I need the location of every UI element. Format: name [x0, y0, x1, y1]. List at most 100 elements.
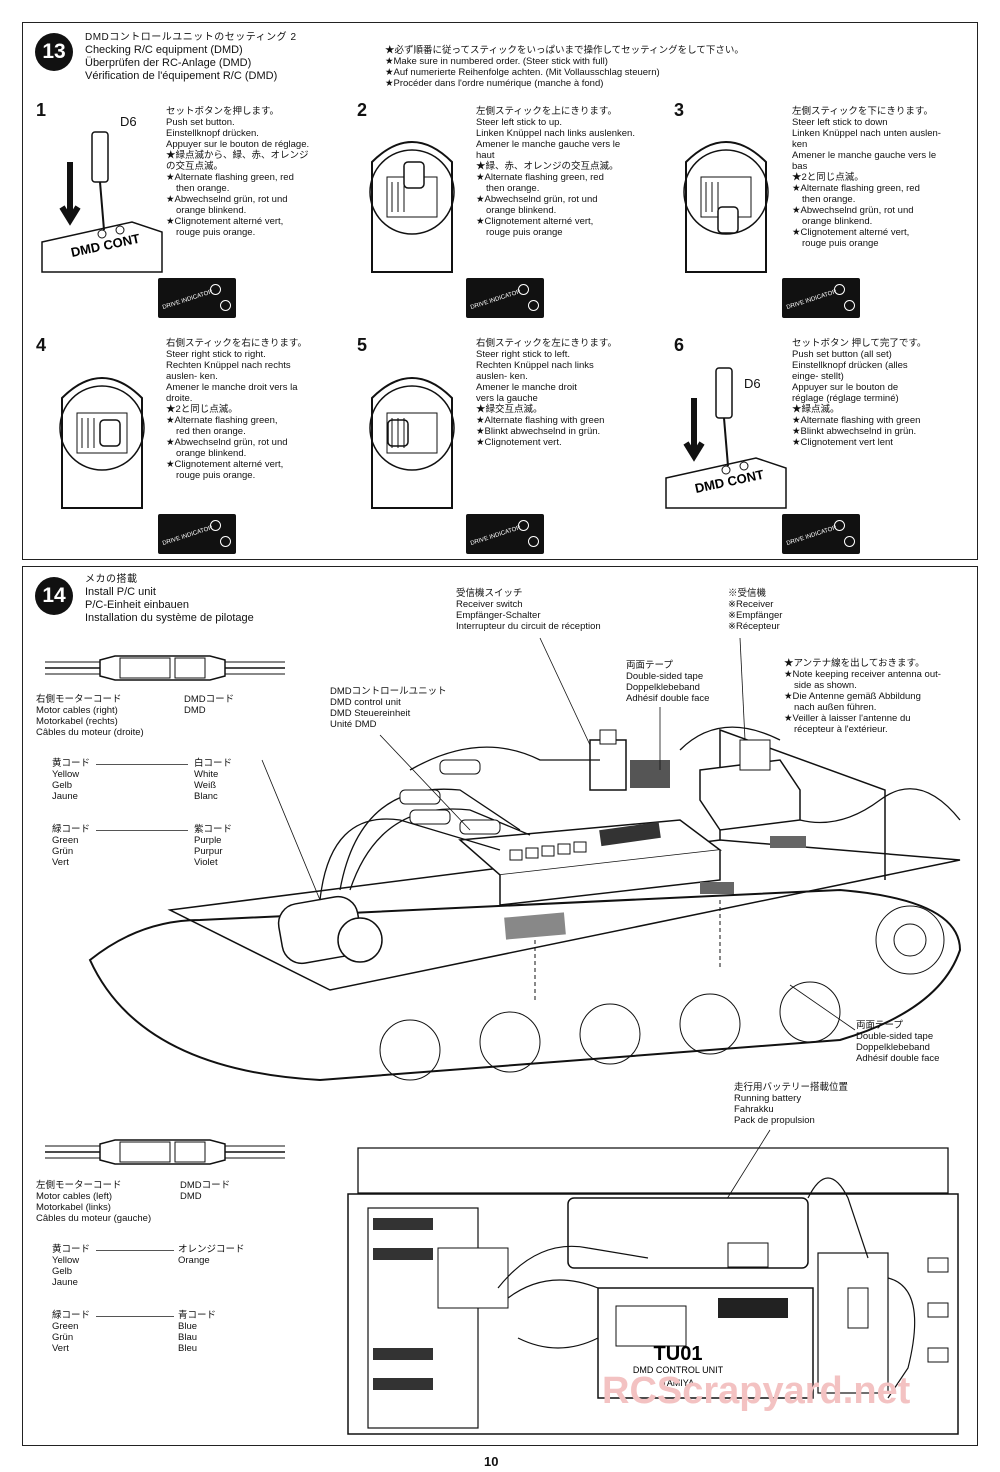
wire-color: White — [194, 769, 219, 780]
substep-1-line: Push set button. — [166, 117, 235, 128]
antenna-note: ★アンテナ線を出しておきます。 ★Note keeping receiver a… — [784, 658, 941, 735]
substep-6-line: ★Alternate flashing with green — [792, 415, 921, 426]
battery-callout: 走行用バッテリー搭載位置 Running battery Fahrakku Pa… — [734, 1082, 848, 1126]
substep-6-line: einge- stellt) — [792, 371, 844, 382]
substep-5-line: ★Clignotement vert. — [476, 437, 562, 448]
wire-color: Blanc — [194, 791, 218, 802]
substep-4-line: auslen- ken. — [166, 371, 218, 382]
substep-5-illustration — [369, 377, 455, 509]
substep-6-illustration: DMD CONT — [665, 367, 787, 509]
wire-ja: 青コード — [178, 1310, 217, 1321]
left-motor-cable-en: Motor cables (left) — [36, 1191, 113, 1202]
substep-5-number: 5 — [357, 335, 368, 355]
right-motor-dmd-en: DMD — [184, 705, 206, 716]
substep-6-line: Einstellknopf drücken (alles — [792, 360, 908, 371]
antenna-fr-2: récepteur à l'extérieur. — [794, 724, 888, 735]
right-motor-connector-drawing — [45, 655, 285, 681]
hex-driver-label: D6 — [120, 114, 137, 129]
receiver-de: ※Empfänger — [728, 610, 783, 621]
substep-6-line: ★Clignotement vert lent — [792, 437, 893, 448]
wire-color: Vert — [52, 1343, 69, 1354]
substep-2-line: ★緑、赤、オレンジの交互点滅。 — [476, 161, 619, 172]
left-motor-labels: 左側モーターコード Motor cables (left) Motorkabel… — [36, 1180, 276, 1224]
wire-color: Grün — [52, 1332, 74, 1343]
substep-4-line: ★Clignotement alterné vert, — [166, 459, 284, 470]
wire-ja: 緑コード — [52, 824, 91, 835]
substep-5-text: 右側スティックを左にきります。Steer right stick to left… — [476, 338, 636, 448]
step14-title-en: Install P/C unit — [85, 586, 156, 598]
substep-3-line: Steer left stick to down — [792, 117, 888, 128]
substep-2-illustration — [369, 141, 455, 273]
substep-6-line: réglage (réglage terminé) — [792, 393, 899, 404]
substep-3-line: ★2と同じ点滅。 — [792, 172, 864, 183]
substep-5-line: ★緑交互点滅。 — [476, 404, 543, 415]
substep-3-line: orange blinkend. — [802, 216, 873, 227]
antenna-en-2: side as shown. — [794, 680, 857, 691]
substep-5-line: Rechten Knüppel nach links — [476, 360, 594, 371]
right-motor-dmd: DMDコード DMD — [184, 694, 234, 716]
substep-6-text: セットボタン 押して完了です。Push set button (all set)… — [792, 338, 952, 448]
wire-color: Gelb — [52, 1266, 73, 1277]
drive-indicator-3: DRIVE INDICATOR — [782, 278, 860, 318]
wire-connector-line — [96, 830, 188, 831]
substep-1-line: orange blinkend. — [176, 205, 247, 216]
antenna-de-2: nach außen führen. — [794, 702, 877, 713]
substep-3-line: Amener le manche gauche vers le bas — [792, 150, 937, 172]
tape-top-en: Double-sided tape — [626, 671, 704, 682]
substep-2-number: 2 — [357, 100, 368, 120]
substep-6-line: Appuyer sur le bouton de — [792, 382, 899, 393]
tank-chassis-drawing — [88, 726, 962, 1082]
step13-note-ja: ★必ず順番に従ってスティックをいっぱいまで操作してセッティングをして下さい。 — [385, 45, 744, 56]
receiver-ja: ※受信機 — [728, 588, 767, 599]
unit-print-2: TU01 — [654, 1343, 703, 1365]
substep-3-number: 3 — [674, 100, 685, 120]
substep-4-line: Rechten Knüppel nach rechts — [166, 360, 291, 371]
drive-indicator-5: DRIVE INDICATOR — [466, 514, 544, 554]
receiver-switch-en: Receiver switch — [456, 599, 523, 610]
substep-6-line: ★緑点滅。 — [792, 404, 840, 415]
step14-title-fr: Installation du système de pilotage — [85, 612, 254, 624]
battery-en: Running battery — [734, 1093, 802, 1104]
substep-3-line: rouge puis orange — [802, 238, 879, 249]
substep-1-illustration: DMD CONT — [41, 131, 163, 273]
substep-4-line: ★Alternate flashing green, — [166, 415, 278, 426]
step14-title: メカの搭載 Install P/C unit P/C-Einheit einba… — [85, 573, 254, 625]
left-motor-dmd-ja: DMDコード — [180, 1180, 231, 1191]
tape-top-fr: Adhésif double face — [626, 693, 710, 704]
tape-right-ja: 両面テープ — [856, 1020, 903, 1031]
step14-title-de: P/C-Einheit einbauen — [85, 599, 189, 611]
wire-ja: 黄コード — [52, 1244, 91, 1255]
substep-2-line: Amener le manche gauche vers le — [476, 139, 621, 150]
tape-right-en: Double-sided tape — [856, 1031, 934, 1042]
substep-5-line: ★Blinkt abwechselnd in grün. — [476, 426, 601, 437]
step13-title-ja: DMDコントロールユニットのセッティング 2 — [85, 32, 297, 43]
substep-2-line: orange blinkend. — [486, 205, 557, 216]
wire-color: Blue — [178, 1321, 198, 1332]
receiver-switch-de: Empfänger-Schalter — [456, 610, 541, 621]
substep-6-number: 6 — [674, 335, 685, 355]
left-motor-cable-ja: 左側モーターコード — [36, 1180, 122, 1191]
substep-1-line: ★Clignotement alterné vert, — [166, 216, 284, 227]
receiver-fr: ※Récepteur — [728, 621, 780, 632]
right-motor-cable-ja: 右側モーターコード — [36, 694, 122, 705]
right-motor-cable-en: Motor cables (right) — [36, 705, 118, 716]
wire-color: Vert — [52, 857, 69, 868]
unit-print-3: TAMIYA — [662, 1378, 694, 1388]
substep-2-line: Steer left stick to up. — [476, 117, 563, 128]
substep-3-illustration — [683, 141, 769, 273]
substep-3-line: 左側スティックを下にきります。 — [792, 106, 933, 117]
substep-4-line: red then orange. — [176, 426, 246, 437]
drive-indicator-2: DRIVE INDICATOR — [466, 278, 544, 318]
battery-fr: Pack de propulsion — [734, 1115, 815, 1126]
receiver-callout: ※受信機 ※Receiver ※Empfänger ※Récepteur — [728, 588, 782, 632]
substep-5-line: ★Alternate flashing with green — [476, 415, 605, 426]
substep-6-line: ★Blinkt abwechselnd in grün. — [792, 426, 917, 437]
page-number: 10 — [484, 1454, 499, 1469]
watermark-logo: RCScrapyard.net — [602, 1370, 911, 1412]
substep-4-text: 右側スティックを右にきります。Steer right stick to righ… — [166, 338, 326, 481]
antenna-ja: ★アンテナ線を出しておきます。 — [784, 658, 925, 669]
led-icon — [518, 284, 529, 295]
